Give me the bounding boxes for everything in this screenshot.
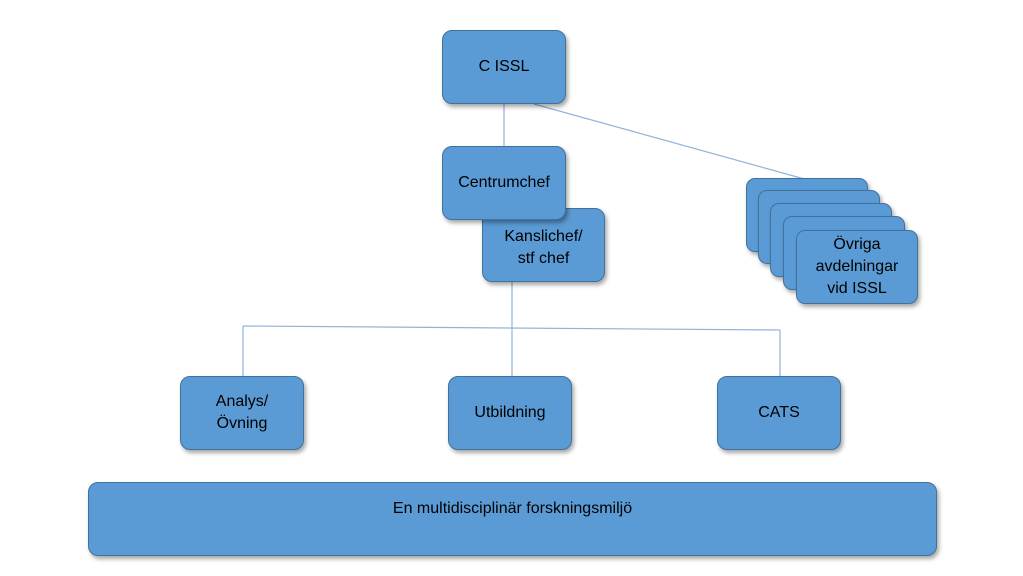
node-ovriga-label: Övriga avdelningar vid ISSL <box>815 236 899 297</box>
node-analys-ovning: Analys/ Övning <box>180 376 304 450</box>
node-utbildning: Utbildning <box>448 376 572 450</box>
node-kanslichef-label: Kanslichef/ stf chef <box>504 228 583 267</box>
node-utbildning-label: Utbildning <box>474 404 546 421</box>
node-kanslichef: Kanslichef/ stf chef <box>482 208 605 282</box>
node-centrumchef-label: Centrumchef <box>458 174 550 191</box>
node-cats: CATS <box>717 376 841 450</box>
base-bar: En multidisciplinär forskningsmiljö <box>88 482 937 556</box>
node-c-issl: C ISSL <box>442 30 566 104</box>
node-analys-label: Analys/ Övning <box>215 393 269 432</box>
connector-cissl-ovriga <box>533 103 809 181</box>
node-centrumchef: Centrumchef <box>442 146 566 220</box>
node-ovriga-avdelningar: Övriga avdelningar vid ISSL <box>796 230 918 304</box>
node-c-issl-label: C ISSL <box>478 58 530 75</box>
base-bar-label: En multidisciplinär forskningsmiljö <box>392 500 633 517</box>
connector-horizontal <box>242 325 781 331</box>
node-cats-label: CATS <box>758 404 800 421</box>
